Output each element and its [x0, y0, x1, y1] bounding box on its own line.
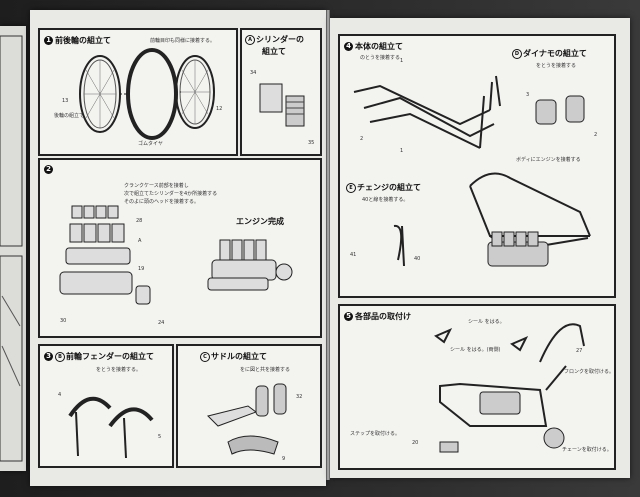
fender-drawing [68, 396, 154, 459]
step-4-title-text: 本体の組立て [355, 42, 403, 51]
step-5-note-fork: フロンクを取付ける。 [564, 369, 615, 375]
step-3-note: をとうを接着する。 [96, 367, 142, 373]
saddle-drawing [207, 383, 287, 455]
callout-32: 32 [296, 394, 303, 400]
step-5-note-step: ステップを取付ける。 [350, 431, 401, 437]
step-e-title-text: チェンジの組立て [357, 183, 421, 192]
step-2-note-2: 次で組立てたシリンダーを4か所接着する [124, 191, 218, 197]
step-a-title-line-2: 組立て [262, 47, 286, 56]
page-fold [326, 10, 330, 480]
callout-27: 27 [576, 348, 583, 354]
callout-rubber-tire: ゴムタイヤ [138, 141, 163, 147]
callout-3: 3 [526, 92, 530, 98]
attach-engine-note: ボディにエンジンを接着する [516, 157, 581, 163]
cylinder-drawing [259, 83, 305, 127]
callout-2-frame: 2 [360, 136, 364, 142]
step-5-note-sticker: シール をはる。 [468, 319, 505, 325]
final-assembly-drawing [434, 323, 585, 453]
step-a-title-line-1: シリンダーの [256, 35, 304, 44]
step-5-note-sticker-both: シール をはる。(両側) [450, 347, 501, 353]
callout-13: 13 [62, 98, 69, 104]
step-3-number: 3 [44, 352, 53, 361]
callout-1-bottom: 1 [400, 148, 404, 154]
callout-a: A [138, 238, 142, 244]
step-c-note: をに図と共を接着する [240, 367, 291, 373]
step-2-panel: 2 クランクケース前部を接着し 次で組立てたシリンダーを4か所接着する そのよに… [38, 158, 322, 338]
step-1-number: 1 [44, 36, 53, 45]
step-d-title-text: ダイナモの組立て [523, 49, 587, 58]
step-2-number: 2 [44, 165, 53, 174]
step-5-title-text: 各部品の取付け [355, 312, 411, 321]
engine-complete-caption: エンジン完成 [236, 217, 284, 226]
callout-34: 34 [250, 70, 257, 76]
callout-20: 20 [412, 440, 419, 446]
callout-2-dynamo: 2 [594, 132, 598, 138]
callout-9: 9 [282, 456, 286, 462]
callout-4: 4 [58, 392, 62, 398]
step-a-letter: A [245, 34, 255, 45]
frame-drawing [353, 75, 591, 267]
step-b-letter: B [55, 351, 65, 362]
callout-24: 24 [158, 320, 165, 326]
callout-30: 30 [60, 318, 67, 324]
step-d-letter: D [512, 48, 522, 59]
step-c-title-text: サドルの組立て [211, 352, 267, 361]
step-2-note-3: そのよに頭のヘッドを接着する。 [124, 199, 200, 205]
step-e-letter: E [346, 182, 356, 193]
step-5-note-chain: チェーンを取付ける。 [562, 447, 612, 453]
callout-12: 12 [216, 106, 223, 112]
step-4-note: のとうを接着する [360, 55, 401, 61]
callout-rear-wheel-assembly: 後輪の組立て [54, 113, 85, 119]
callout-35: 35 [308, 140, 315, 146]
step-d-note: をとうを接着する [536, 63, 577, 69]
callout-1-top: 1 [400, 58, 404, 64]
callout-40: 40 [414, 256, 421, 262]
step-3-title-text: 前輪フェンダーの組立て [66, 352, 154, 361]
step-2-note-1: クランクケース前部を接着し [124, 183, 189, 189]
left-page-edge [0, 26, 26, 471]
step-1-title-text: 前後輪の組立て [55, 36, 111, 45]
step-c-letter: C [200, 351, 210, 362]
step-5-number: 5 [344, 312, 353, 321]
wheels-drawing [79, 48, 215, 140]
step-1-note: 前輪目印も同様に接着する。 [150, 38, 216, 44]
step-4-number: 4 [344, 42, 353, 51]
callout-5: 5 [158, 434, 162, 440]
step-e-note: 40と線を接着する。 [362, 197, 409, 203]
callout-41: 41 [350, 252, 357, 258]
callout-19: 19 [138, 266, 145, 272]
engine-drawing [59, 205, 293, 305]
left-edge-drawing [0, 35, 23, 462]
step-2-title: 2 [44, 165, 55, 174]
callout-28: 28 [136, 218, 143, 224]
